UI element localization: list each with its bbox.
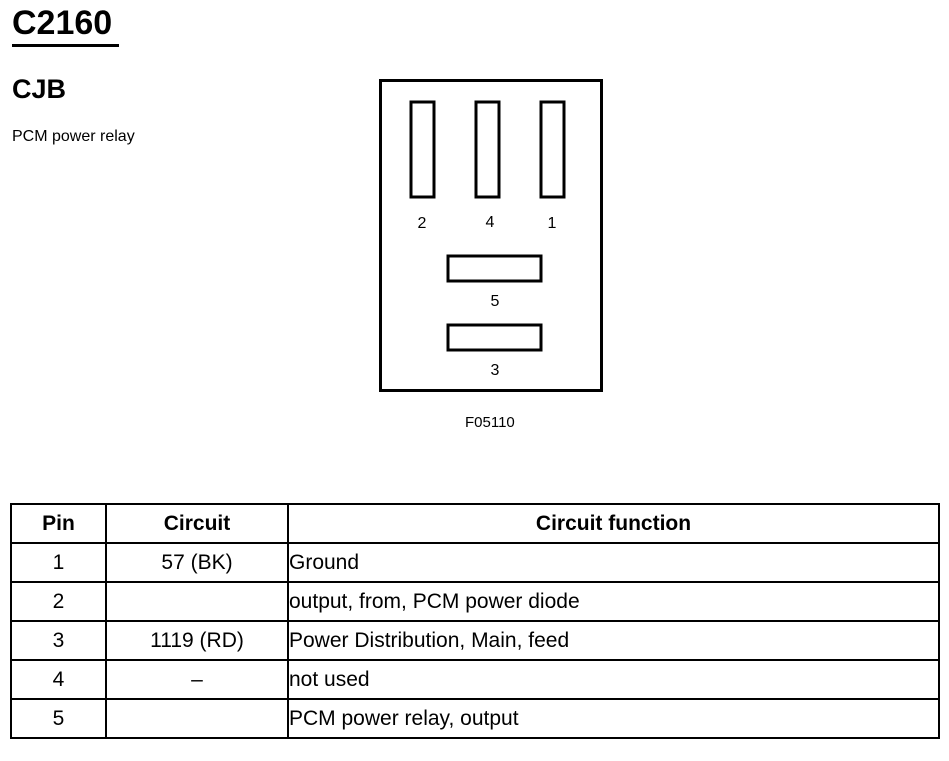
pin-label: 3 — [491, 362, 500, 379]
cell-circuit: 57 (BK) — [105, 542, 289, 583]
cell-function: Ground — [287, 542, 940, 583]
cell-circuit — [105, 581, 289, 622]
cell-function: PCM power relay, output — [287, 698, 940, 739]
pin-slot-4 — [474, 100, 501, 199]
cell-function: Power Distribution, Main, feed — [287, 620, 940, 661]
pin-label: 5 — [491, 293, 500, 310]
cell-circuit: 1119 (RD) — [105, 620, 289, 661]
table-row: 4 – not used — [10, 659, 940, 700]
cell-circuit: – — [105, 659, 289, 700]
connector-id-underline — [12, 44, 119, 47]
cell-pin: 3 — [10, 620, 107, 661]
cell-circuit — [105, 698, 289, 739]
pin-label: 1 — [548, 215, 557, 232]
cell-pin: 1 — [10, 542, 107, 583]
table-row: 5 PCM power relay, output — [10, 698, 940, 739]
header-pin: Pin — [10, 503, 107, 544]
cell-pin: 5 — [10, 698, 107, 739]
connector-id: C2160 — [12, 4, 113, 42]
pin-label: 2 — [418, 215, 427, 232]
header-circuit: Circuit — [105, 503, 289, 544]
pin-slot-5 — [446, 254, 543, 283]
cell-pin: 4 — [10, 659, 107, 700]
pin-slot-1 — [539, 100, 566, 199]
table-row: 3 1119 (RD) Power Distribution, Main, fe… — [10, 620, 940, 661]
pin-label: 4 — [486, 214, 495, 231]
pinout-table: Pin Circuit Circuit function 1 57 (BK) G… — [10, 503, 940, 739]
pin-slot-2 — [409, 100, 436, 199]
connector-face-view: 2 4 1 5 3 — [379, 79, 603, 392]
connector-location: CJB — [12, 74, 67, 104]
cell-function: output, from, PCM power diode — [287, 581, 940, 622]
connector-housing — [379, 79, 603, 392]
cell-pin: 2 — [10, 581, 107, 622]
table-header-row: Pin Circuit Circuit function — [10, 503, 940, 544]
header-circuit-function: Circuit function — [287, 503, 940, 544]
connector-description: PCM power relay — [12, 128, 135, 145]
table-row: 2 output, from, PCM power diode — [10, 581, 940, 622]
figure-code: F05110 — [465, 414, 515, 431]
cell-function: not used — [287, 659, 940, 700]
pin-slot-3 — [446, 323, 543, 352]
table-row: 1 57 (BK) Ground — [10, 542, 940, 583]
